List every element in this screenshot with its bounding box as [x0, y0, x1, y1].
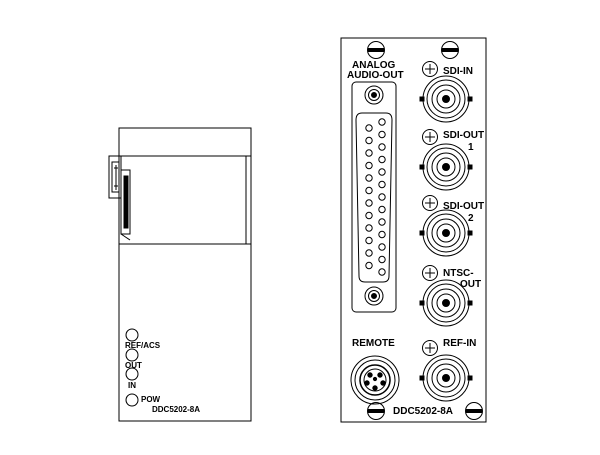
db25-pin	[378, 155, 386, 164]
bnc-connector	[419, 75, 473, 123]
analog-audio-label-1: ANALOG	[352, 60, 396, 71]
db25-pin	[365, 224, 373, 232]
bnc-label-ref-in: REF-IN	[443, 338, 476, 349]
rear-panel	[340, 37, 487, 423]
front-latch	[108, 155, 131, 241]
bnc-label-sdi-out-1: SDI-OUT	[443, 130, 484, 141]
remote-label: REMOTE	[352, 338, 395, 349]
db25-pin	[365, 249, 373, 257]
bnc-label-ntsc: NTSC-	[443, 268, 474, 279]
bnc-label-screw-icon	[422, 265, 438, 281]
db25-pin	[378, 268, 386, 276]
panel-screw-icon	[465, 402, 483, 420]
db25-pin	[378, 180, 386, 189]
db25-pin	[378, 168, 386, 176]
bnc-label-sdi-out-1-num: 1	[468, 142, 474, 153]
db25-pin	[378, 118, 386, 126]
front-view	[108, 127, 252, 422]
db25-pin	[365, 199, 373, 207]
db25-pin	[365, 161, 373, 170]
bnc-label-sdi-out-2-num: 2	[468, 213, 474, 224]
db25-pin	[378, 143, 386, 151]
front-module-upper	[118, 127, 252, 245]
bnc-connector	[419, 209, 473, 257]
label-pow: POW	[141, 395, 161, 404]
db25-shell	[355, 112, 393, 283]
bnc-label-ntsc-out: OUT	[460, 279, 481, 290]
led-pow	[125, 393, 139, 407]
db25-pin	[365, 124, 373, 132]
bnc-connector	[419, 279, 473, 327]
db25-pin	[365, 186, 373, 195]
db25-pin	[365, 211, 373, 220]
db25-jack-screw-inner	[368, 89, 380, 101]
db25-pin	[365, 149, 373, 157]
bnc-connector	[419, 143, 473, 191]
db25-pin	[378, 193, 386, 201]
front-model-label: DDC5202-8A	[152, 405, 200, 414]
bnc-label-sdi-out-2: SDI-OUT	[443, 201, 484, 212]
panel-screw-icon	[367, 41, 385, 59]
panel-screws	[367, 41, 483, 420]
db25-pin	[365, 261, 373, 270]
label-in: IN	[128, 381, 136, 390]
label-out: OUT	[125, 361, 142, 370]
db25-pin	[365, 174, 373, 182]
rear-model-label: DDC5202-8A	[393, 406, 453, 417]
db25-jack-screw	[364, 85, 384, 105]
db25-pin	[378, 230, 386, 239]
bnc-label-screw-icon	[422, 340, 438, 356]
panel-screw-icon	[367, 402, 385, 420]
db25-pin	[378, 205, 386, 214]
analog-audio-label-2: AUDIO-OUT	[347, 70, 404, 81]
db25-pin	[378, 218, 386, 226]
remote-connector	[350, 355, 400, 405]
bnc-connector	[419, 354, 473, 402]
db25-jack-screw	[364, 286, 384, 306]
db25-pin	[378, 243, 386, 251]
db25-connector	[351, 81, 397, 313]
db25-jack-screw-hole	[371, 293, 377, 299]
bnc-label-screw-icon	[422, 129, 438, 145]
front-plate	[118, 243, 252, 422]
bnc-label-screw-icon	[422, 195, 438, 211]
bnc-label-screw-icon	[422, 61, 438, 77]
db25-pin	[378, 255, 386, 264]
db25-pin	[378, 130, 386, 139]
bnc-label-sdi-in: SDI-IN	[443, 66, 473, 77]
led-out	[125, 348, 139, 362]
db25-flange	[351, 81, 397, 313]
led-in	[125, 367, 139, 381]
db25-pin	[365, 236, 373, 245]
rear-view	[340, 37, 487, 423]
label-ref-acs: REF/ACS	[125, 341, 161, 350]
bnc-connectors	[419, 61, 473, 402]
led-ref-acs	[125, 328, 139, 342]
db25-jack-screw-hole	[371, 92, 377, 98]
panel-screw-icon	[441, 41, 459, 59]
db25-jack-screw-inner	[368, 290, 380, 302]
db25-pin	[365, 136, 373, 145]
